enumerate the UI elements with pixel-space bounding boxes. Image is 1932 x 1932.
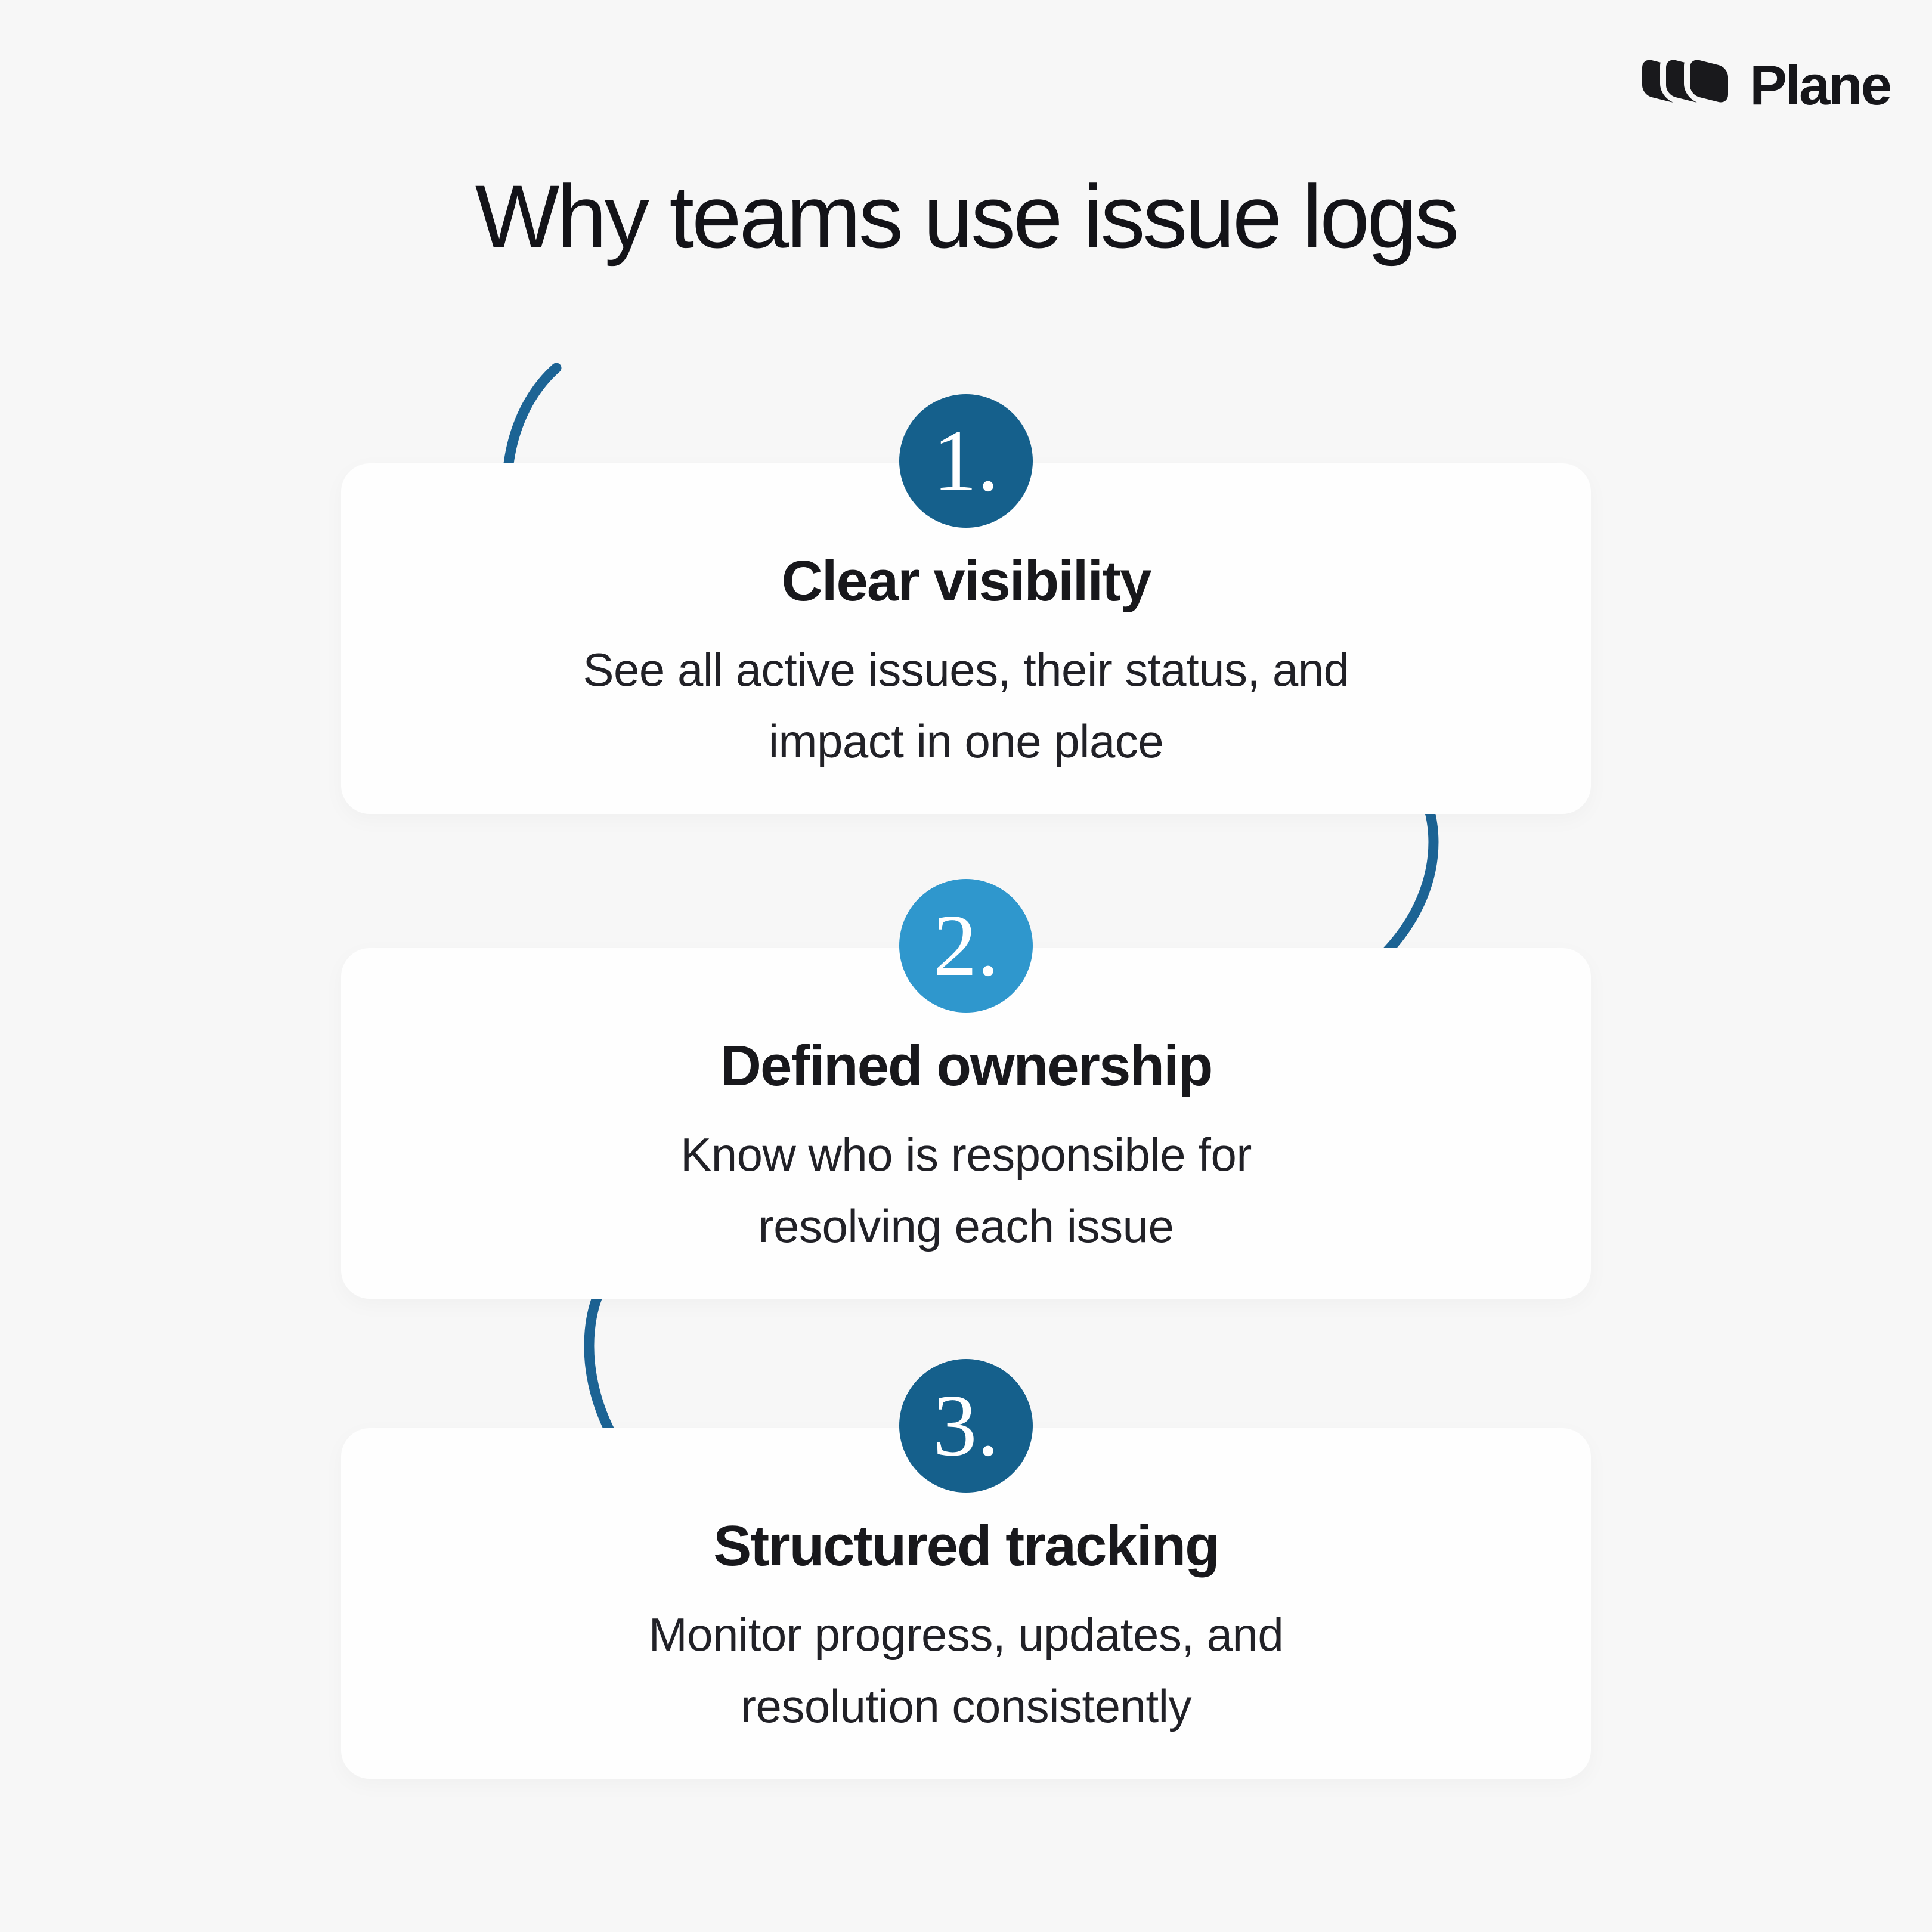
step-number: 2. (933, 897, 999, 995)
benefit-card-defined-ownership: 2. Defined ownership Know who is respons… (341, 879, 1591, 1299)
card-heading: Defined ownership (720, 1034, 1213, 1098)
plane-logo-icon (1642, 58, 1732, 113)
step-number: 1. (933, 412, 999, 510)
plane-logo: Plane (1642, 54, 1892, 116)
step-number-badge: 2. (899, 879, 1033, 1013)
page-title: Why teams use issue logs (475, 166, 1459, 267)
step-number-badge: 1. (899, 394, 1033, 528)
benefit-card-structured-tracking: 3. Structured tracking Monitor progress,… (341, 1359, 1591, 1779)
card-description-line: impact in one place (768, 715, 1164, 767)
card-heading: Clear visibility (781, 549, 1152, 613)
card-description-line: resolving each issue (758, 1200, 1174, 1252)
card-description: See all active issues, their status, and… (341, 634, 1591, 777)
card-description: Know who is responsible for resolving ea… (341, 1119, 1591, 1262)
step-number: 3. (933, 1377, 999, 1475)
card-description-line: Monitor progress, updates, and (648, 1608, 1284, 1661)
card-description-line: resolution consistently (741, 1680, 1191, 1732)
card-description-line: See all active issues, their status, and (583, 643, 1349, 696)
card-heading: Structured tracking (713, 1514, 1220, 1578)
card-description-line: Know who is responsible for (680, 1128, 1252, 1181)
step-number-badge: 3. (899, 1359, 1033, 1493)
card-description: Monitor progress, updates, and resolutio… (341, 1599, 1591, 1742)
brand-name: Plane (1750, 54, 1892, 116)
benefit-card-clear-visibility: 1. Clear visibility See all active issue… (341, 394, 1591, 814)
